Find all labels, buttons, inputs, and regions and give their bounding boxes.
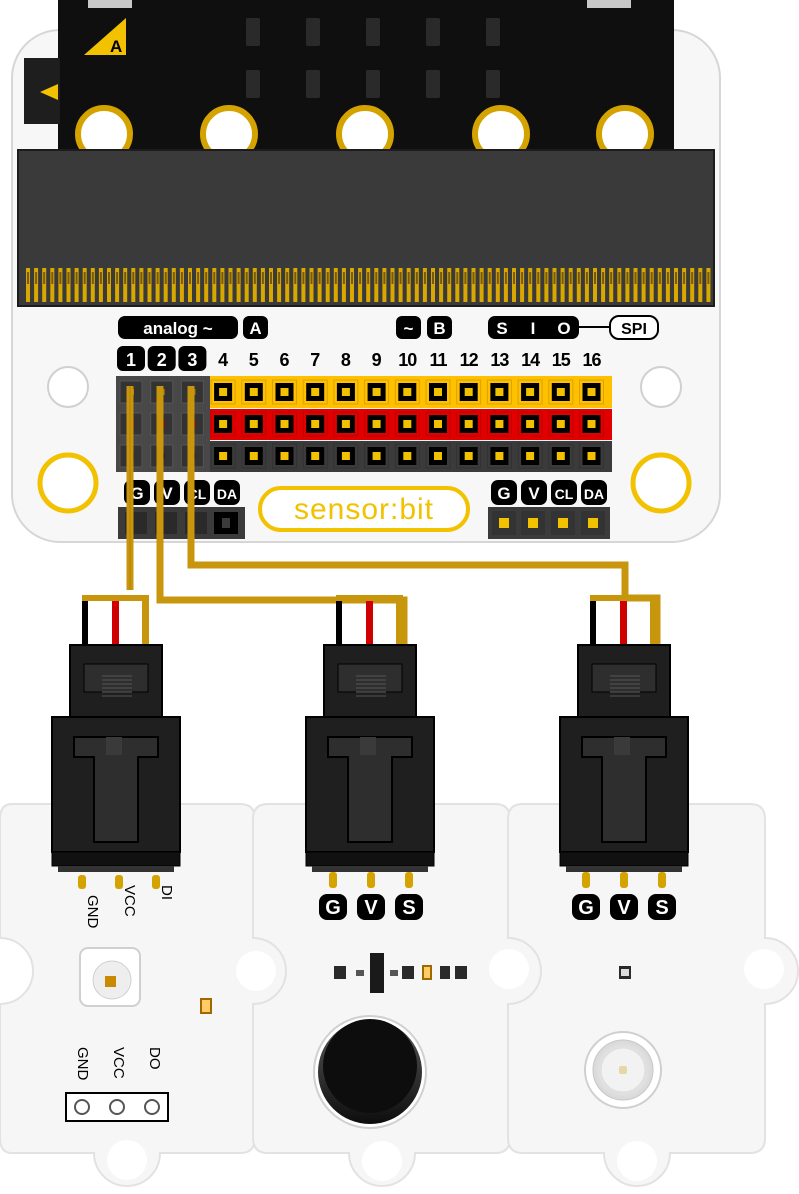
i2c-right-label-da: DA (584, 486, 604, 502)
sound-pin-s: S (402, 897, 415, 919)
rgb-top-pin-vcc: VCC (121, 885, 138, 917)
pin-group-labels: analog ~ A ~ B S I O SPI (118, 315, 659, 340)
pin-number-7: 7 (310, 350, 320, 370)
light-pin-v: V (617, 897, 631, 919)
led-matrix (246, 18, 500, 98)
power-pad-left (37, 452, 99, 514)
i2c-left-label-da: DA (217, 486, 237, 502)
pin-number-12: 12 (460, 350, 479, 370)
rgb-bottom-pin-do: DO (146, 1047, 163, 1070)
pin-number-9: 9 (372, 350, 382, 370)
sensorbit-logo: sensor:bit (258, 486, 470, 532)
pin-number-14: 14 (521, 350, 540, 370)
spi-pin-i: I (531, 319, 536, 338)
pin-number-3: 3 (187, 350, 197, 370)
microbit-ring-pads (75, 105, 654, 163)
i2c-right-label-cl: CL (555, 486, 574, 502)
rgb-top-pin-gnd: GND (84, 895, 101, 929)
mount-hole-right (640, 366, 682, 408)
light-pin-g: G (578, 897, 594, 919)
edge-connector (17, 149, 715, 307)
pwm-label: ~ (404, 319, 414, 338)
button-b-label: B (433, 319, 445, 338)
button-a-label: A (249, 319, 261, 338)
light-pin-s: S (655, 897, 668, 919)
rgb-top-pin-di: DI (158, 885, 175, 900)
mount-hole-left (47, 366, 89, 408)
button-a-marker (84, 18, 126, 55)
pin-number-2: 2 (157, 350, 167, 370)
pin-number-5: 5 (249, 350, 259, 370)
rgb-bottom-pin-vcc: VCC (110, 1047, 127, 1079)
connector-sound-sensor (305, 595, 435, 872)
pin-number-6: 6 (279, 350, 289, 370)
pin-number-4: 4 (218, 350, 228, 370)
spi-pin-o: O (557, 319, 570, 338)
i2c-left-label-v: V (161, 484, 173, 503)
logo-text: sensor:bit (294, 493, 434, 526)
pin-number-13: 13 (490, 350, 509, 370)
microbit-button-a-label: A (110, 37, 122, 56)
pin-number-10: 10 (398, 350, 417, 370)
i2c-right-label-v: V (528, 484, 540, 503)
power-pad-right (630, 452, 692, 514)
i2c-left-label-g: G (130, 484, 143, 503)
sound-pin-g: G (325, 897, 341, 919)
sound-pin-v: V (364, 897, 378, 919)
pin-number-8: 8 (341, 350, 351, 370)
pin-number-11: 11 (429, 350, 447, 370)
connector-rgb-led (51, 595, 181, 872)
rgb-bottom-pin-gnd: GND (74, 1047, 91, 1081)
connector-light-sensor (559, 595, 689, 872)
pin-number-16: 16 (582, 350, 601, 370)
pin-number-15: 15 (552, 350, 571, 370)
analog-label: analog ~ (143, 319, 213, 338)
spi-label: SPI (621, 321, 647, 338)
microbit: A (24, 0, 674, 163)
pin-number-1: 1 (126, 350, 136, 370)
spi-pin-s: S (496, 319, 507, 338)
header-block (116, 376, 612, 472)
i2c-right-label-g: G (497, 484, 510, 503)
rgb-led-module: GND VCC DI GND VCC DO (0, 803, 289, 1187)
